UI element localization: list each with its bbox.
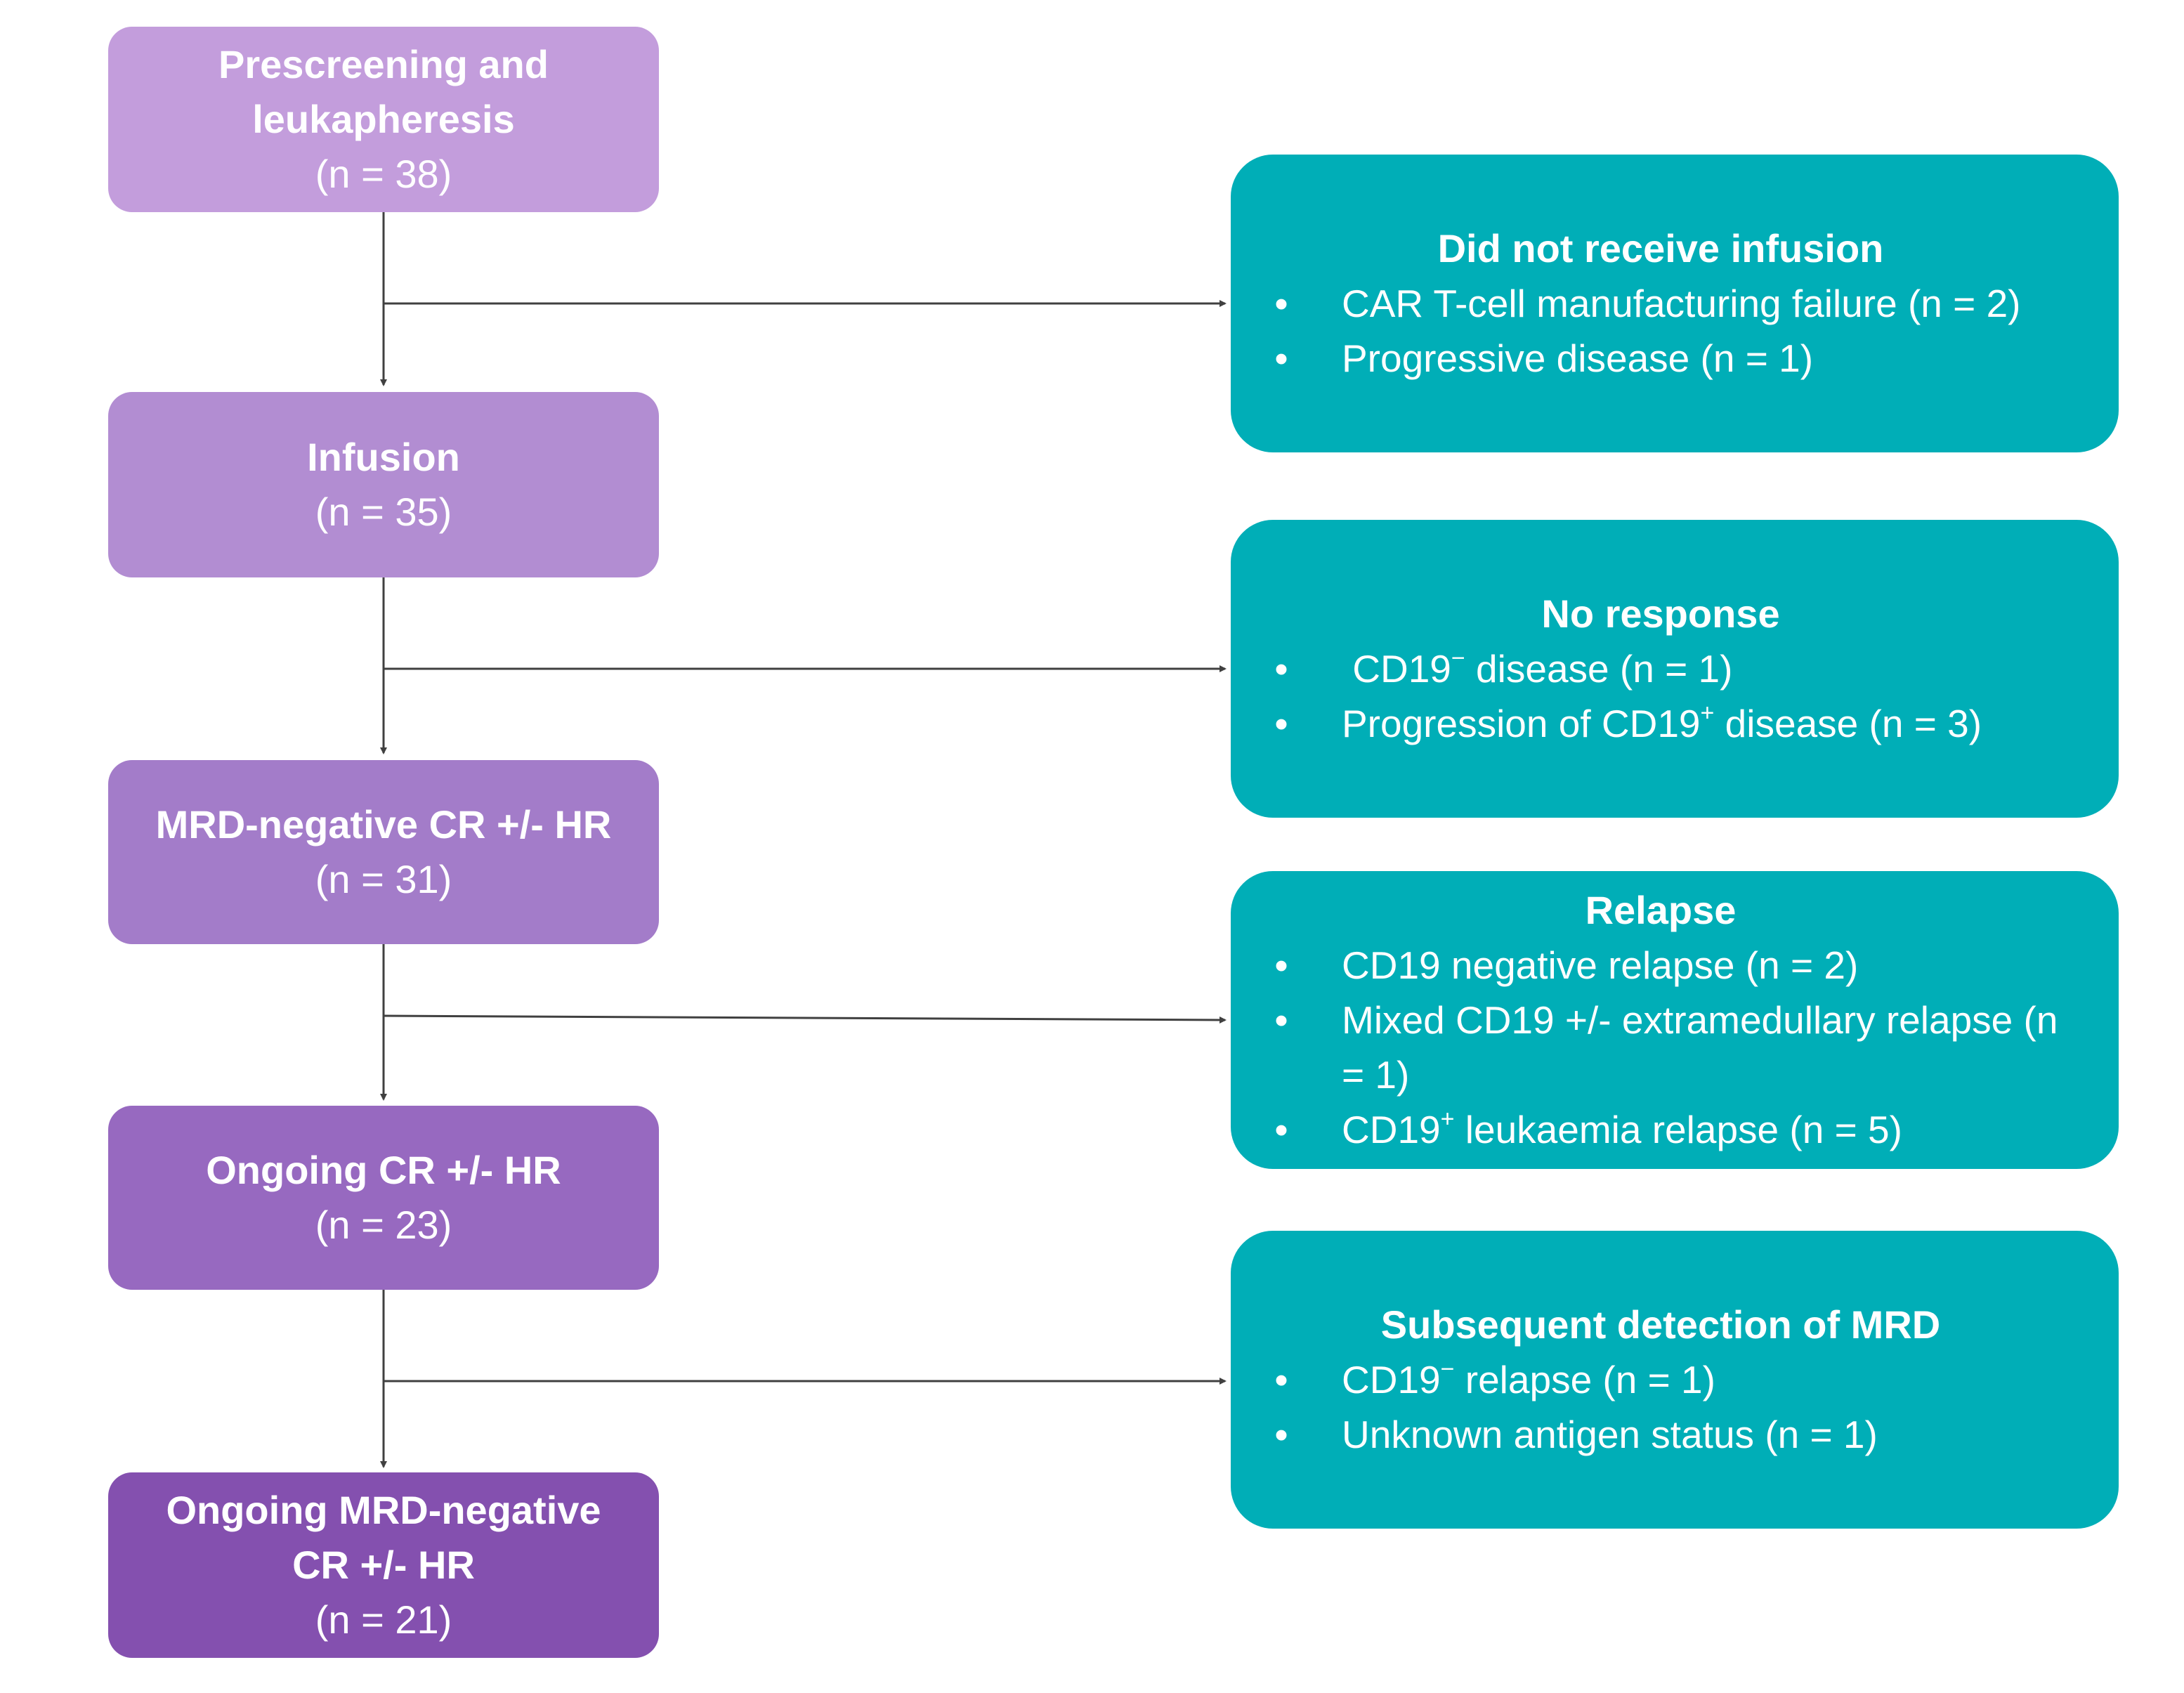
bullet-icon: • — [1274, 1108, 1288, 1151]
outcome-list: • CD19 negative relapse (n = 2) • Mixed … — [1231, 938, 2091, 1157]
stage-box-prescreening: Prescreening and leukapheresis (n = 38) — [108, 27, 659, 212]
list-item-text: CAR T-cell manufacturing failure (n = 2) — [1342, 282, 2021, 325]
list-item-text: CD19 — [1342, 1358, 1441, 1401]
bullet-icon: • — [1274, 282, 1288, 325]
stage-title: MRD-negative CR +/- HR — [155, 802, 612, 846]
list-item-text: Mixed CD19 +/- extramedullary relapse (n… — [1342, 998, 2058, 1097]
outcome-title: Relapse — [1585, 888, 1737, 932]
stage-title: Ongoing CR +/- HR — [206, 1148, 561, 1192]
outcome-list: • CD19− disease (n = 1) • Progression of… — [1231, 641, 2091, 751]
outcome-title: No response — [1541, 591, 1780, 636]
list-item-text: Progressive disease (n = 1) — [1342, 336, 1814, 380]
list-item: • CD19+ leukaemia relapse (n = 5) — [1231, 1102, 2091, 1157]
superscript-minus: − — [1440, 1355, 1455, 1382]
stage-box-infusion: Infusion (n = 35) — [108, 392, 659, 577]
stage-count: (n = 21) — [315, 1597, 452, 1642]
list-item: • Mixed CD19 +/- extramedullary relapse … — [1231, 993, 2091, 1102]
list-item-text: Progression of CD19 — [1342, 702, 1701, 745]
superscript-plus: + — [1440, 1105, 1455, 1132]
outcome-box-relapse: Relapse • CD19 negative relapse (n = 2) … — [1231, 871, 2119, 1169]
superscript-minus: − — [1451, 644, 1465, 672]
list-item: • CD19− disease (n = 1) — [1231, 641, 2091, 696]
bullet-icon: • — [1274, 998, 1288, 1042]
bullet-icon: • — [1274, 1413, 1288, 1456]
bullet-icon: • — [1274, 943, 1288, 987]
stage-box-ongoing-cr: Ongoing CR +/- HR (n = 23) — [108, 1106, 659, 1290]
bullet-icon: • — [1274, 1358, 1288, 1401]
stage-title: Ongoing MRD-negative CR +/- HR — [166, 1488, 601, 1587]
list-item-text: CD19 — [1342, 1108, 1441, 1151]
stage-count: (n = 23) — [315, 1203, 452, 1247]
outcome-title: Subsequent detection of MRD — [1380, 1302, 1941, 1347]
bullet-icon: • — [1274, 702, 1288, 745]
bullet-icon: • — [1274, 647, 1288, 691]
stage-count: (n = 31) — [315, 857, 452, 901]
list-item: • Progression of CD19+ disease (n = 3) — [1231, 696, 2091, 751]
stage-count: (n = 35) — [315, 490, 452, 534]
branch-arrow-relapse — [383, 1014, 1227, 1024]
list-item-text: relapse (n = 1) — [1454, 1358, 1715, 1401]
list-item: • Unknown antigen status (n = 1) — [1231, 1407, 2091, 1462]
stage-box-mrd-negative-cr: MRD-negative CR +/- HR (n = 31) — [108, 760, 659, 944]
stage-title: Prescreening and leukapheresis — [218, 42, 549, 141]
list-item: • CD19− relapse (n = 1) — [1231, 1352, 2091, 1407]
bullet-icon: • — [1274, 336, 1288, 380]
list-item-text: disease (n = 3) — [1714, 702, 1982, 745]
list-item-text: disease (n = 1) — [1465, 647, 1733, 691]
stage-count: (n = 38) — [315, 152, 452, 196]
list-item: • Progressive disease (n = 1) — [1231, 331, 2091, 386]
stage-title: Infusion — [307, 435, 460, 479]
superscript-plus: + — [1700, 699, 1715, 726]
outcome-box-did-not-receive-infusion: Did not receive infusion • CAR T-cell ma… — [1231, 155, 2119, 452]
list-item: • CAR T-cell manufacturing failure (n = … — [1231, 276, 2091, 331]
list-item: • CD19 negative relapse (n = 2) — [1231, 938, 2091, 993]
outcome-box-no-response: No response • CD19− disease (n = 1) • Pr… — [1231, 520, 2119, 818]
list-item-text: CD19 — [1342, 647, 1451, 691]
outcome-list: • CD19− relapse (n = 1) • Unknown antige… — [1231, 1352, 2091, 1462]
list-item-text: leukaemia relapse (n = 5) — [1454, 1108, 1902, 1151]
outcome-list: • CAR T-cell manufacturing failure (n = … — [1231, 276, 2091, 386]
stage-box-ongoing-mrd-negative-cr: Ongoing MRD-negative CR +/- HR (n = 21) — [108, 1472, 659, 1658]
list-item-text: Unknown antigen status (n = 1) — [1342, 1413, 1878, 1456]
list-item-text: CD19 negative relapse (n = 2) — [1342, 943, 1859, 987]
outcome-title: Did not receive infusion — [1437, 226, 1884, 270]
outcome-box-subsequent-detection-of-mrd: Subsequent detection of MRD • CD19− rela… — [1231, 1231, 2119, 1529]
